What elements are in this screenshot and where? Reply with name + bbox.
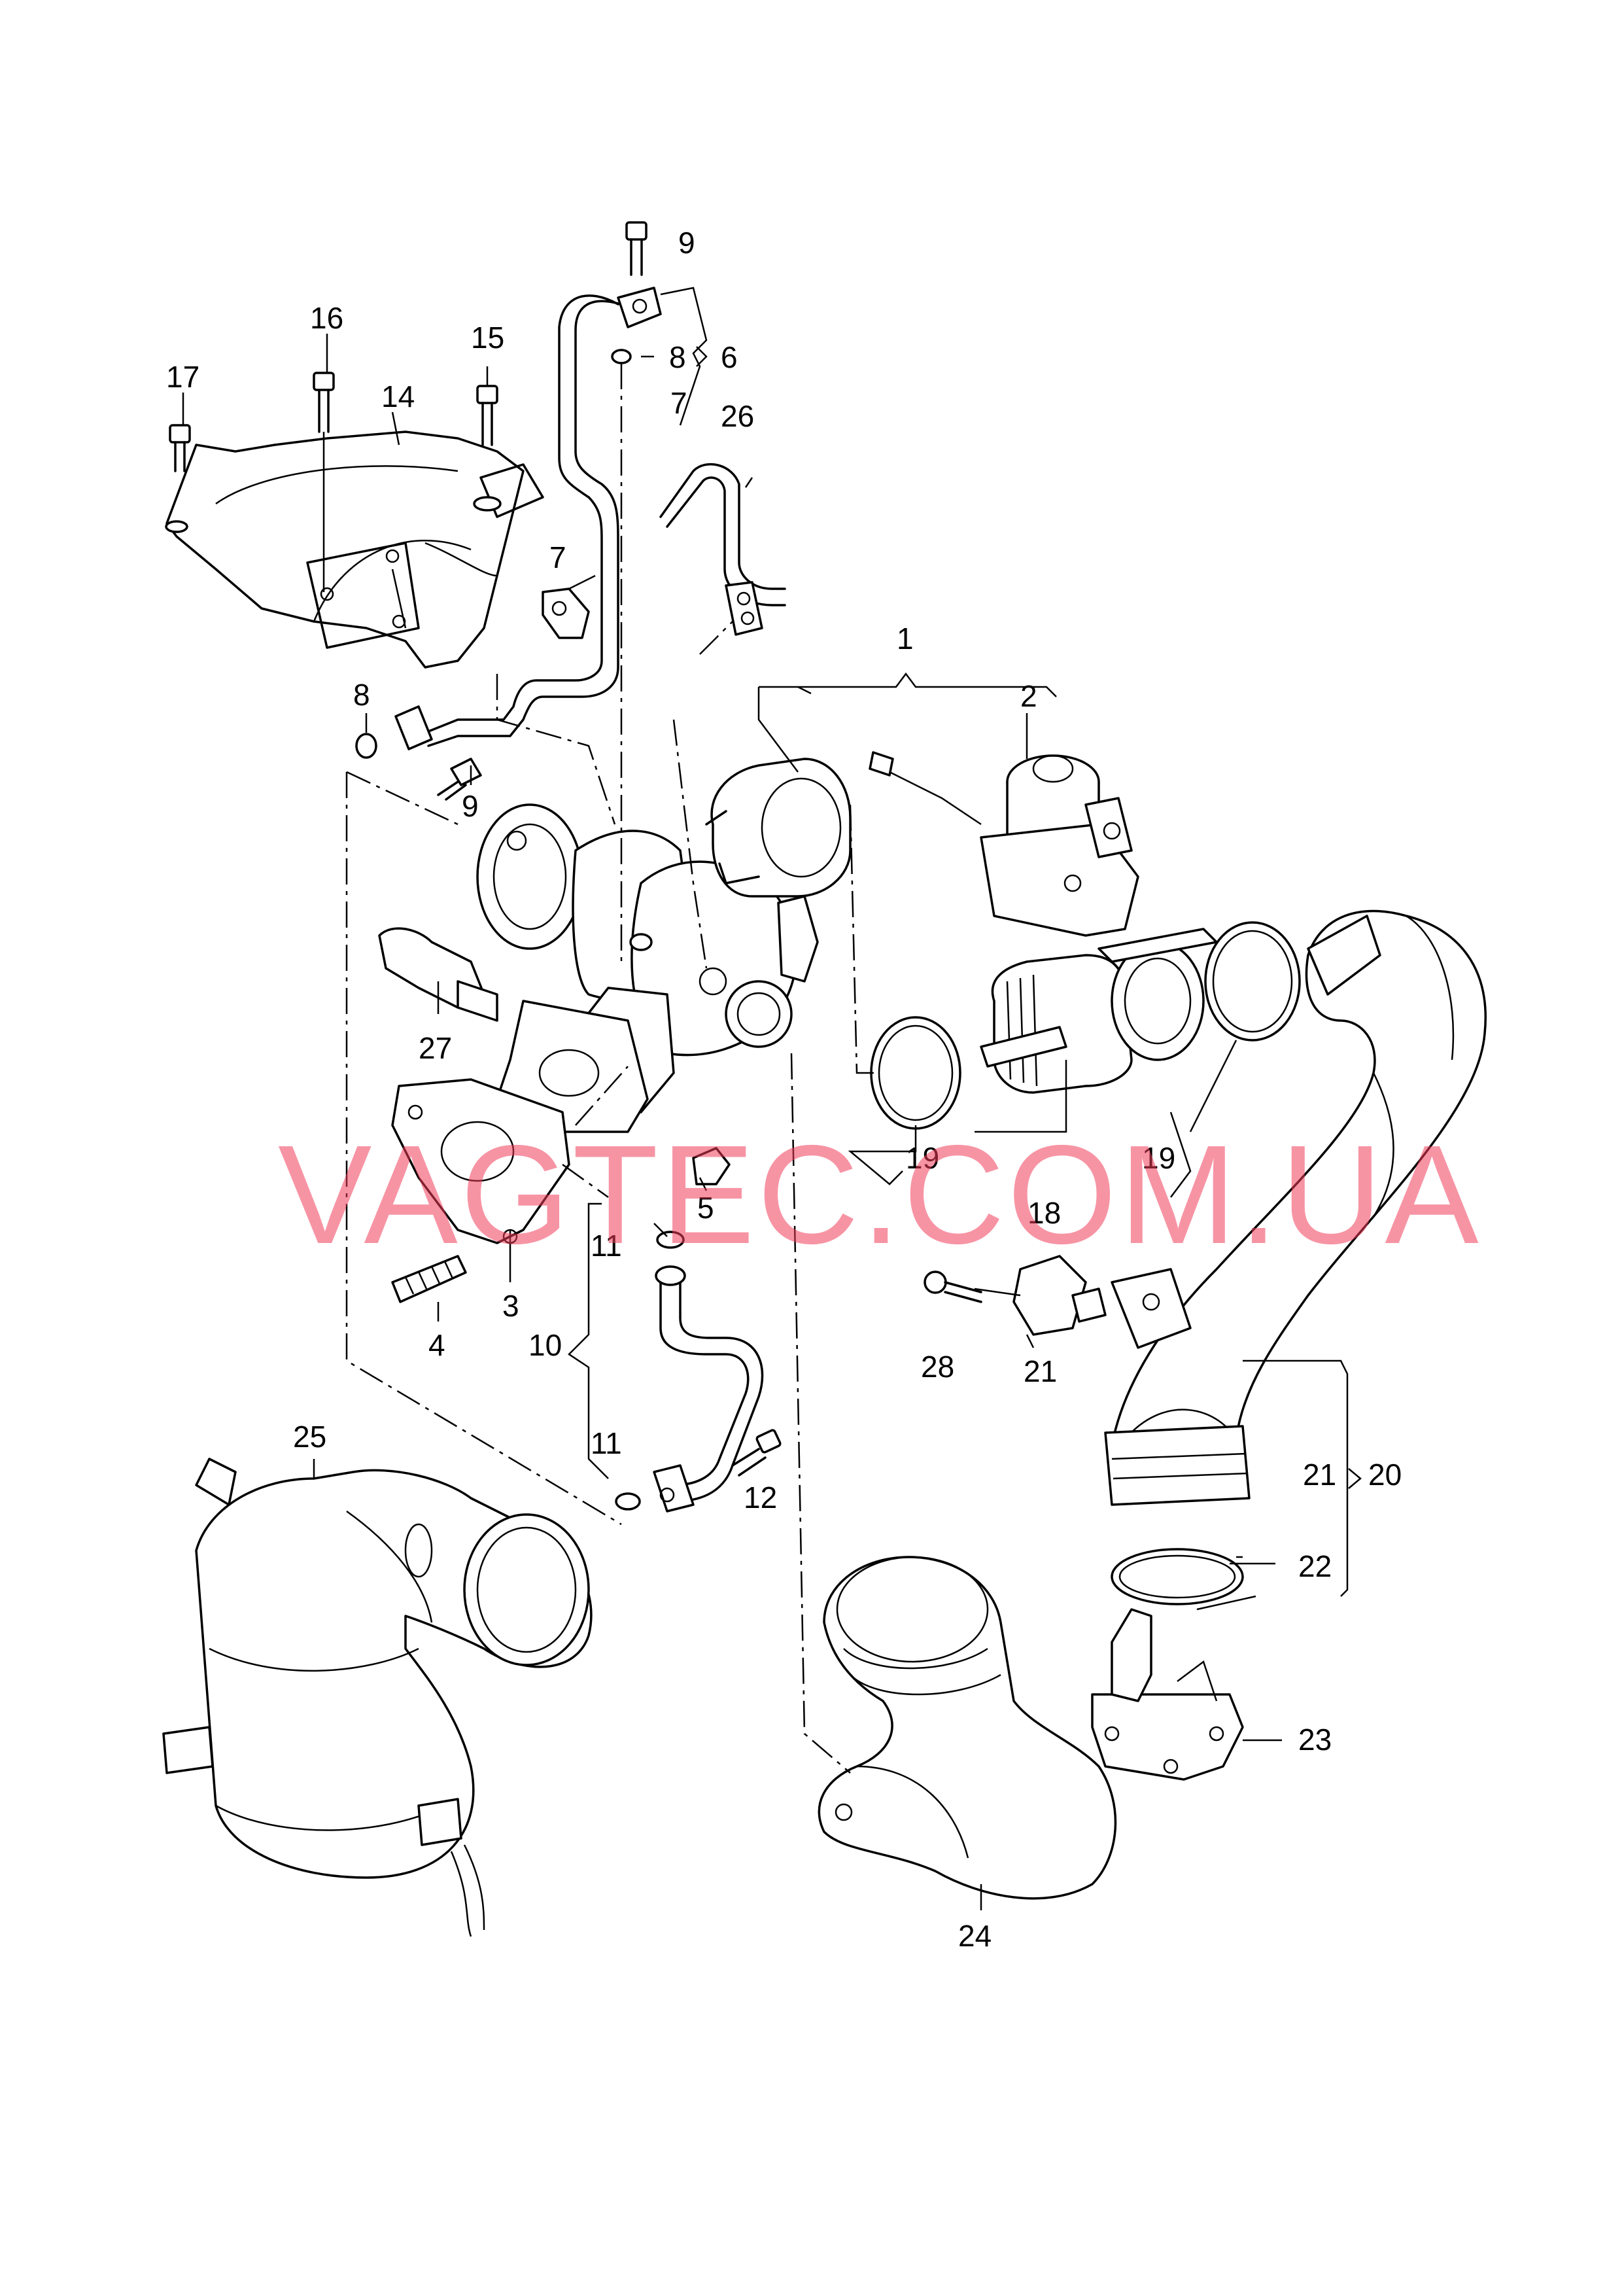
callout-25: 25 — [293, 1420, 326, 1454]
sensor-bracket — [1111, 1268, 1192, 1349]
callout-20: 20 — [1368, 1458, 1402, 1492]
turbocharger — [476, 803, 819, 1133]
bolt-9-top — [625, 221, 648, 276]
callout-11-upper: 11 — [591, 1229, 622, 1263]
callout-1: 1 — [897, 622, 914, 656]
actuator-part-2 — [869, 751, 1139, 937]
oil-return-pipe-part-10 — [653, 1265, 764, 1513]
air-hose-part-1 — [705, 758, 852, 898]
callout-22: 22 — [1298, 1549, 1332, 1583]
pressure-sensor-part-21 — [1012, 1255, 1107, 1336]
intake-elbow-part-24 — [818, 1556, 1117, 1900]
pipe-clamp-7 — [542, 587, 590, 639]
catalytic-converter-part-25 — [162, 1458, 593, 1937]
callout-3: 3 — [502, 1289, 519, 1323]
callout-11-lower: 11 — [591, 1426, 622, 1460]
callout-5: 5 — [697, 1191, 714, 1225]
seal-11-upper — [656, 1231, 685, 1249]
callout-23: 23 — [1298, 1723, 1332, 1757]
callout-2: 2 — [1020, 679, 1037, 713]
bolt-part-12 — [731, 1429, 782, 1477]
coolant-pipe-part-26 — [659, 463, 786, 636]
stud-part-4 — [391, 1255, 467, 1303]
bolt-17 — [165, 424, 191, 533]
callout-15: 15 — [471, 321, 504, 355]
bolt-part-28 — [924, 1270, 982, 1303]
callout-10: 10 — [528, 1328, 562, 1362]
callout-19-left: 19 — [906, 1141, 939, 1175]
o-ring-part-22 — [1111, 1548, 1244, 1605]
callout-12: 12 — [744, 1480, 777, 1515]
bolt-9-lower — [437, 758, 482, 801]
callout-14: 14 — [381, 379, 415, 413]
callout-19-right: 19 — [1142, 1141, 1175, 1175]
bolt-16 — [313, 372, 335, 592]
callout-21-bracket: 21 — [1303, 1458, 1336, 1492]
seal-11-lower — [615, 1492, 641, 1511]
callout-4: 4 — [428, 1328, 445, 1362]
callout-21-sensor: 21 — [1024, 1354, 1057, 1388]
nut-part-5 — [692, 1147, 731, 1185]
callout-6: 6 — [721, 340, 738, 374]
oil-feed-pipe-part-6 — [355, 287, 662, 759]
callout-7-clamp: 7 — [549, 540, 566, 574]
callout-9-top: 9 — [678, 226, 695, 260]
callout-8-top: 8 — [669, 340, 686, 374]
callout-8-lower: 8 — [353, 678, 370, 712]
callout-24: 24 — [958, 1919, 992, 1953]
callout-16: 16 — [310, 301, 343, 335]
callout-27: 27 — [419, 1031, 452, 1065]
heat-shield-part-14 — [165, 430, 544, 669]
watermark: VAGTEC.COM.UA — [278, 1115, 1481, 1273]
o-ring-19-right — [1204, 921, 1301, 1042]
callout-17: 17 — [166, 360, 199, 394]
seal-8-top — [611, 349, 632, 364]
bracket-part-23 — [1091, 1608, 1244, 1781]
callout-28: 28 — [921, 1350, 954, 1384]
sensor-part-27 — [378, 927, 498, 1022]
callout-18: 18 — [1028, 1196, 1061, 1230]
charge-air-hose-part-20 — [1104, 909, 1487, 1506]
callout-9-lower: 9 — [462, 789, 479, 823]
o-ring-19-left — [870, 1016, 961, 1130]
callout-7-bracket: 7 — [670, 386, 687, 420]
intercooler-pipe-part-18 — [980, 928, 1218, 1094]
bolt-15 — [473, 385, 502, 512]
callout-26: 26 — [721, 399, 754, 433]
